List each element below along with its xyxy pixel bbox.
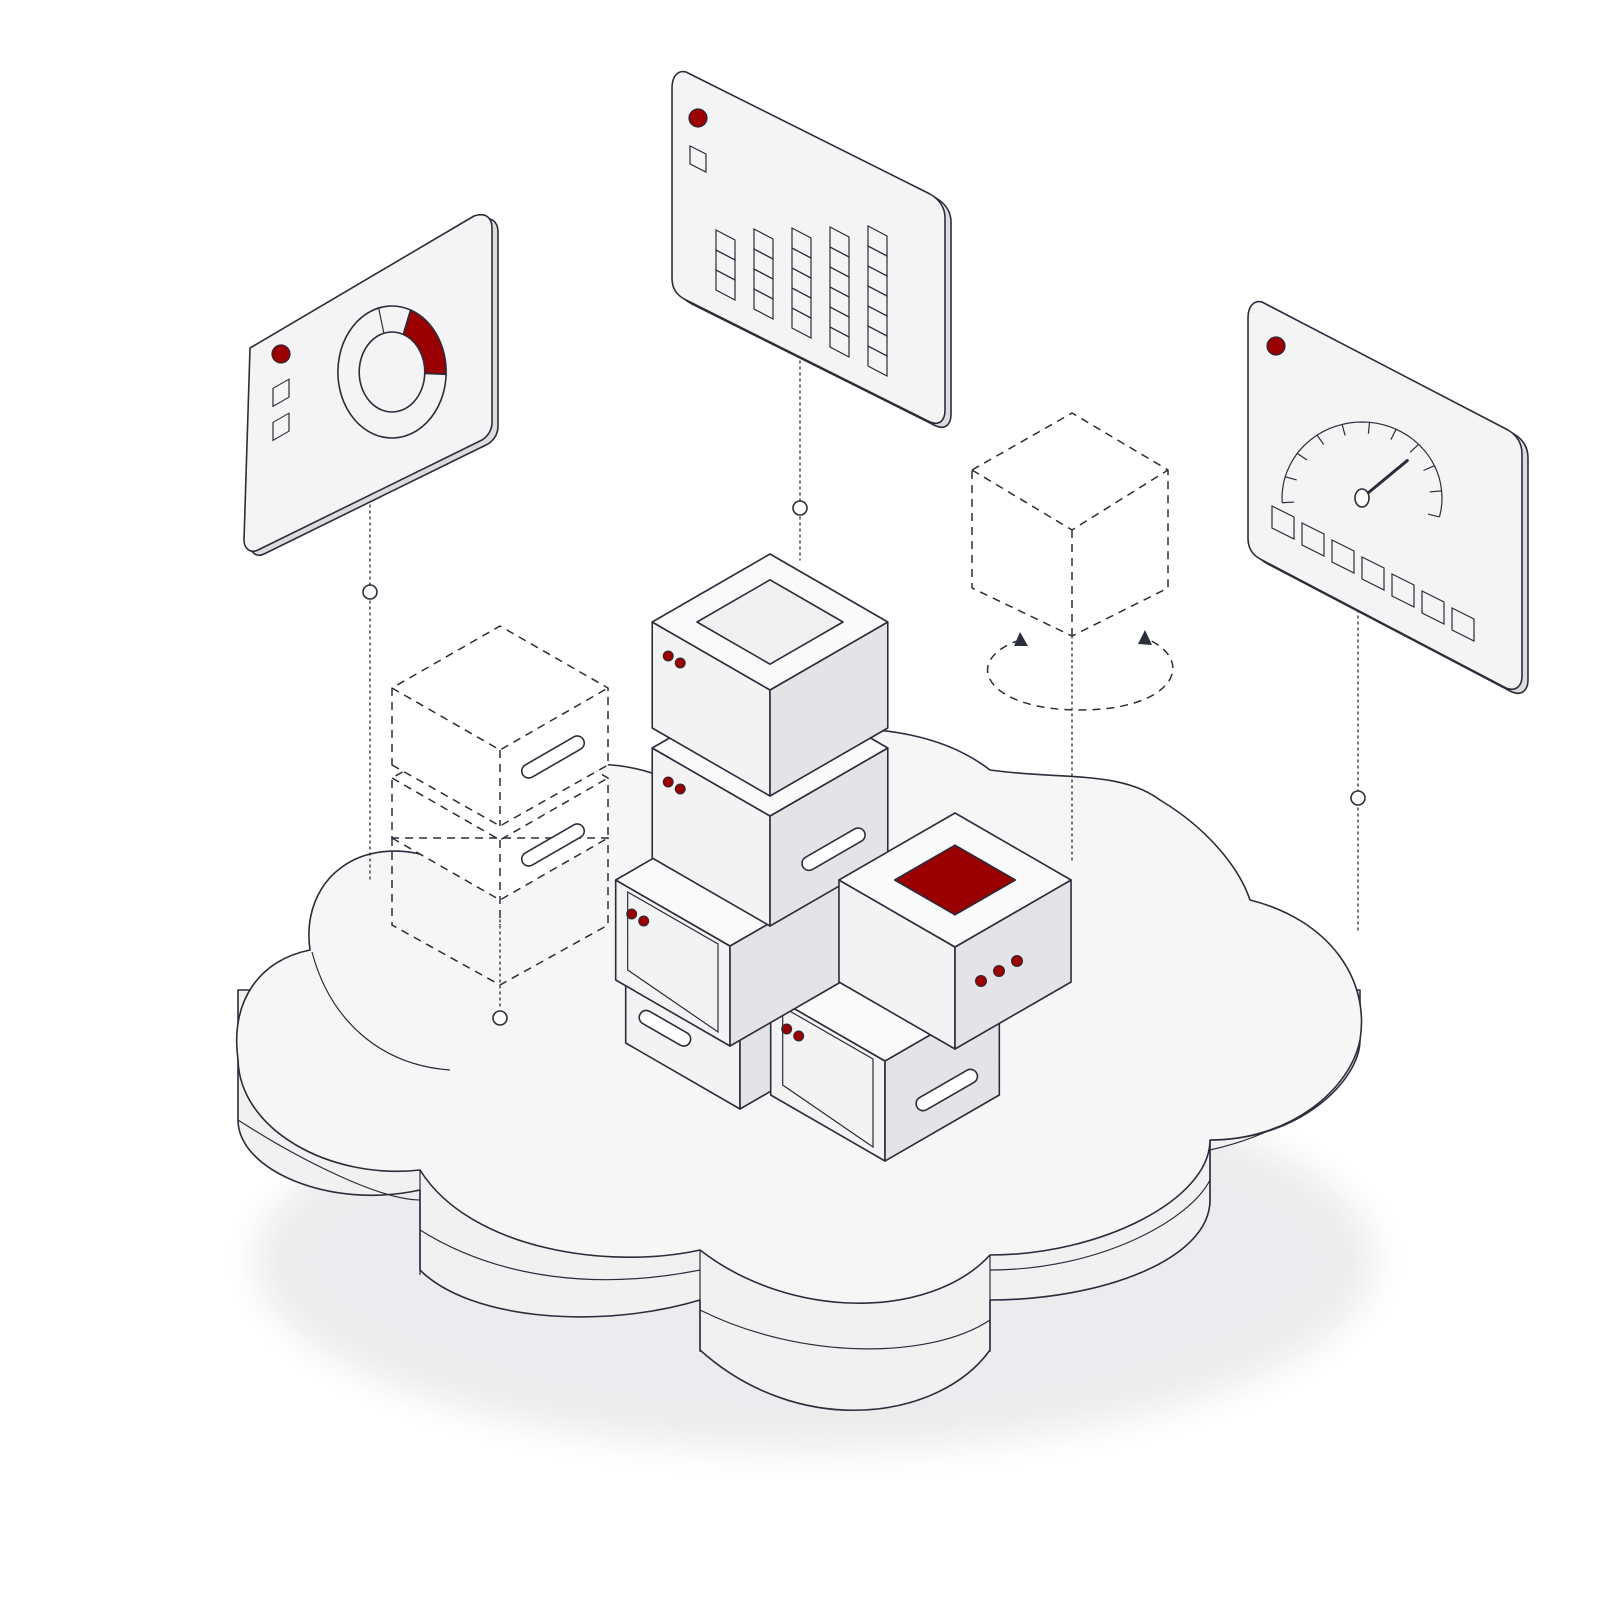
gauge-indicator-1 [1271,505,1295,540]
connector-node-ghost-stack [492,1010,508,1026]
gauge-indicator-2 [1301,522,1325,557]
gauge-indicator-3 [1331,539,1355,574]
server-top-block-top-inset [696,579,844,665]
gauge-tick-7 [1390,428,1397,440]
server-base-block-front-slot [638,1009,692,1047]
gauge-needle [1360,459,1409,500]
donut-slice-remainder [337,305,447,439]
ghost-cube-outline [971,412,1169,637]
ghost-slot-upper [520,735,586,779]
server-mid-left-led-1 [626,908,638,920]
bar-5-segment-7 [867,225,888,257]
connector-node-gauge [1350,790,1366,806]
server-top-block-led-2 [674,657,686,669]
bar-panel-checkbox [689,145,707,173]
gauge-tick-3 [1296,452,1308,461]
server-accent-block [838,812,1072,1050]
gauge-indicator-6 [1421,590,1445,625]
server-right-block-front-panel [782,1005,874,1149]
connector-node-donut [362,584,378,600]
gauge-tick-1 [1282,501,1295,504]
donut-chart-panel-icon [243,213,499,557]
donut-chart [337,305,447,439]
connector-node-bars [792,500,808,516]
gauge-hub [1354,488,1370,508]
bar-1-segment-3 [715,229,736,261]
gauge-tick-10 [1429,490,1442,493]
gauge-tick-9 [1423,465,1435,472]
cloud-top-crease [311,951,451,1071]
gauge-panel-face [1247,300,1523,691]
server-mid-left-led-2 [638,915,650,927]
server-stack-icon [614,553,1072,1162]
gauge-tick-5 [1341,424,1346,436]
bar-chart [715,225,888,377]
server-mid-top-vent-slot [801,827,866,872]
gauge-indicator-row [1271,505,1475,642]
cloud-side-groove [237,1039,1361,1350]
bar-4-segment-6 [829,226,850,258]
donut-panel-status-dot [271,344,291,364]
gauge-arc [1281,421,1443,518]
gauge-tick-8 [1409,443,1419,453]
bar-chart-panel-icon [671,70,952,429]
server-accent-block-right-led-1 [975,975,987,987]
ghost-slot-lower [520,823,586,867]
bar-panel-face [671,70,946,425]
donut-panel-face [243,213,493,553]
bar-panel-status-dot [688,108,708,128]
bar-2-segment-4 [753,228,774,260]
server-accent-block-right-led-2 [993,965,1005,977]
gauge-panel-status-dot [1266,336,1286,356]
server-right-block-vent-slot [915,1068,979,1112]
ghost-server-stack [391,625,609,986]
gauge-tick-2 [1285,476,1297,481]
connector-lines [362,354,1366,1026]
server-accent-block-top-accent [893,844,1017,916]
server-mid-top-led-2 [674,783,686,795]
gauge-tick-6 [1367,422,1371,434]
gauge-dial [1281,421,1443,518]
server-top-block-led-1 [662,650,674,662]
ghost-cube-icon [971,412,1169,637]
donut-divider [378,307,385,334]
server-top-block [651,553,889,797]
donut-panel-checkbox-2 [272,412,290,442]
gauge-indicator-4 [1361,556,1385,591]
gauge-tick-4 [1316,434,1325,445]
ghost-box-base [391,837,609,986]
gauge-tick-11 [1427,513,1440,518]
gauge-indicator-7 [1451,607,1475,642]
rotation-arrowhead-right [1138,630,1152,645]
rotation-arrows-icon [987,630,1174,711]
server-accent-block-right-led-3 [1011,955,1023,967]
bar-3-segment-5 [791,227,812,259]
server-right-block-led-1 [781,1023,793,1035]
rotation-ellipse [987,637,1174,711]
donut-panel-checkbox-1 [272,378,290,408]
gauge-panel-icon [1247,300,1529,695]
server-mid-top-led-1 [662,776,674,788]
rotation-arrowhead-left [1014,632,1028,646]
server-right-block-led-2 [793,1030,805,1042]
gauge-indicator-5 [1391,573,1415,608]
server-mid-left-front-panel [627,890,719,1034]
